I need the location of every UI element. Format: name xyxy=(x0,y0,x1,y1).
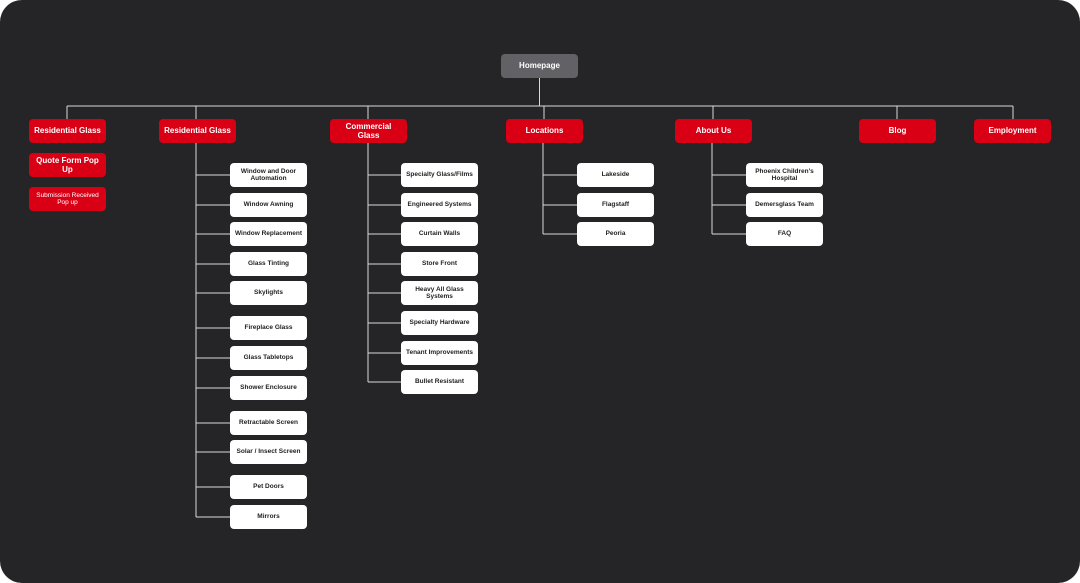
child-specialty-glass-films[interactable]: Specialty Glass/Films xyxy=(401,163,478,187)
child-engineered-systems[interactable]: Engineered Systems xyxy=(401,193,478,217)
nav-residential-glass-1[interactable]: Residential Glass xyxy=(29,119,106,143)
homepage-node[interactable]: Homepage xyxy=(501,54,578,78)
child-flagstaff[interactable]: Flagstaff xyxy=(577,193,654,217)
child-window-replacement[interactable]: Window Replacement xyxy=(230,222,307,246)
submission-received-popup-node[interactable]: Submission Received Pop up xyxy=(29,187,106,211)
child-store-front[interactable]: Store Front xyxy=(401,252,478,276)
child-phoenix-childrens-hospital[interactable]: Phoenix Children's Hospital xyxy=(746,163,823,187)
child-fireplace-glass[interactable]: Fireplace Glass xyxy=(230,316,307,340)
child-glass-tabletops[interactable]: Glass Tabletops xyxy=(230,346,307,370)
nav-about-us[interactable]: About Us xyxy=(675,119,752,143)
nav-commercial-glass[interactable]: Commercial Glass xyxy=(330,119,407,143)
child-pet-doors[interactable]: Pet Doors xyxy=(230,475,307,499)
nav-locations[interactable]: Locations xyxy=(506,119,583,143)
quote-form-popup-node[interactable]: Quote Form Pop Up xyxy=(29,153,106,177)
child-heavy-all-glass-systems[interactable]: Heavy All Glass Systems xyxy=(401,281,478,305)
child-mirrors[interactable]: Mirrors xyxy=(230,505,307,529)
child-window-awning[interactable]: Window Awning xyxy=(230,193,307,217)
child-lakeside[interactable]: Lakeside xyxy=(577,163,654,187)
child-faq[interactable]: FAQ xyxy=(746,222,823,246)
child-tenant-improvements[interactable]: Tenant Improvements xyxy=(401,341,478,365)
child-retractable-screen[interactable]: Retractable Screen xyxy=(230,411,307,435)
child-window-door-automation[interactable]: Window and Door Automation xyxy=(230,163,307,187)
child-shower-enclosure[interactable]: Shower Enclosure xyxy=(230,376,307,400)
child-curtain-walls[interactable]: Curtain Walls xyxy=(401,222,478,246)
child-specialty-hardware[interactable]: Specialty Hardware xyxy=(401,311,478,335)
child-bullet-resistant[interactable]: Bullet Resistant xyxy=(401,370,478,394)
nav-residential-glass-2[interactable]: Residential Glass xyxy=(159,119,236,143)
child-skylights[interactable]: Skylights xyxy=(230,281,307,305)
child-solar-insect-screen[interactable]: Solar / Insect Screen xyxy=(230,440,307,464)
child-glass-tinting[interactable]: Glass Tinting xyxy=(230,252,307,276)
child-peoria[interactable]: Peoria xyxy=(577,222,654,246)
nav-employment[interactable]: Employment xyxy=(974,119,1051,143)
nav-blog[interactable]: Blog xyxy=(859,119,936,143)
child-demersglass-team[interactable]: Demersglass Team xyxy=(746,193,823,217)
